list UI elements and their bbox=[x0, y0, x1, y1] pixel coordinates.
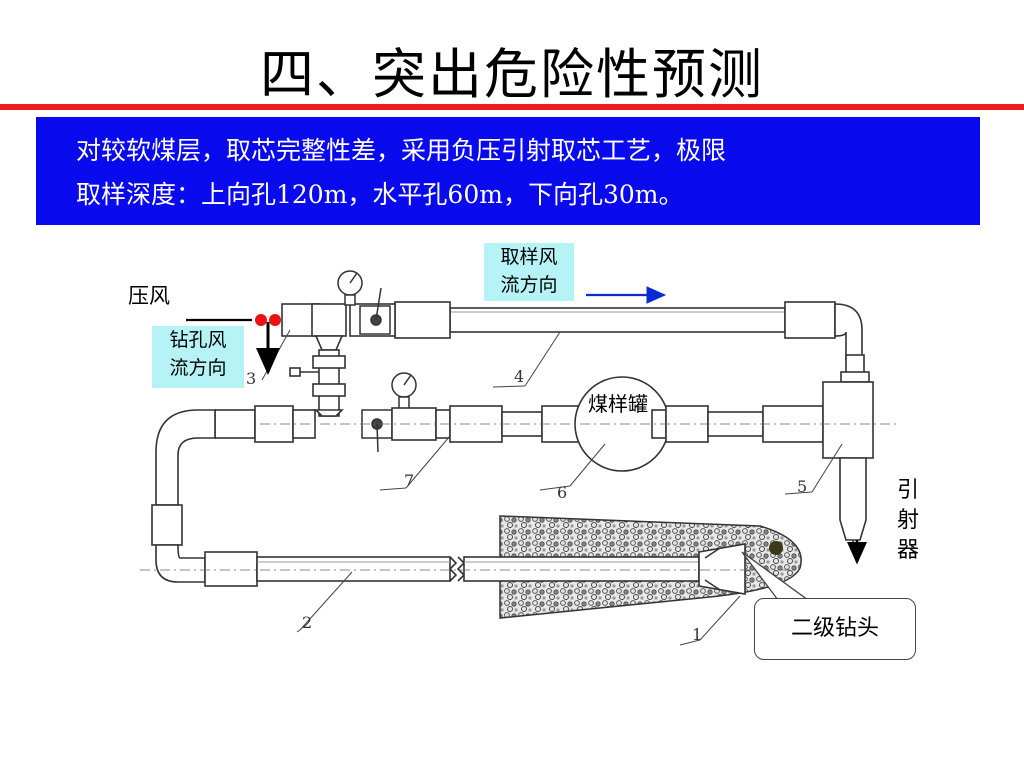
drill-air-line-1: 钻孔风 bbox=[169, 329, 227, 351]
pressure-gauge-lower bbox=[391, 372, 417, 410]
sample-air-line-2: 流方向 bbox=[500, 274, 558, 296]
red-valve-left bbox=[255, 314, 267, 326]
sample-air-line-1: 取样风 bbox=[500, 246, 558, 268]
drill-air-line-2: 流方向 bbox=[169, 357, 227, 379]
drill-bit-callout: 二级钻头 bbox=[754, 598, 916, 660]
sample-air-flow-label: 取样风 流方向 bbox=[484, 243, 574, 301]
ejector-char-2: 射 bbox=[896, 508, 919, 533]
coal-tank-label: 煤样罐 bbox=[588, 392, 648, 416]
banner-line-2: 取样深度：上向孔120m，水平孔60m，下向孔30m。 bbox=[76, 180, 684, 209]
part-number-5: 5 bbox=[797, 477, 807, 496]
title-rule bbox=[0, 104, 1024, 110]
part-number-4: 4 bbox=[514, 367, 524, 386]
banner-line-1: 对较软煤层，取芯完整性差，采用负压引射取芯工艺，极限 bbox=[76, 136, 727, 165]
drill-air-flow-label: 钻孔风 流方向 bbox=[152, 326, 244, 388]
red-valve-right bbox=[269, 314, 281, 326]
page-title: 四、突出危险性预测 bbox=[260, 43, 764, 106]
ejector-label: 引 射 器 bbox=[893, 476, 923, 566]
drill-pipe bbox=[151, 409, 746, 595]
ejector-char-3: 器 bbox=[896, 538, 919, 563]
part-number-3: 3 bbox=[246, 369, 256, 388]
valve-upper bbox=[359, 287, 391, 335]
part-number-1: 1 bbox=[692, 625, 702, 644]
leader-lines bbox=[261, 329, 843, 646]
pressure-air-label: 压风 bbox=[128, 284, 170, 308]
ejector-char-1: 引 bbox=[896, 478, 919, 503]
part-number-6: 6 bbox=[557, 483, 567, 502]
coal-particle bbox=[769, 541, 783, 555]
valve-lower bbox=[361, 409, 393, 453]
vertical-connector bbox=[289, 303, 347, 417]
part-number-2: 2 bbox=[302, 613, 312, 632]
pressure-gauge-upper bbox=[337, 270, 363, 306]
part-number-7: 7 bbox=[404, 471, 414, 490]
summary-banner: 对较软煤层，取芯完整性差，采用负压引射取芯工艺，极限 取样深度：上向孔120m，… bbox=[36, 117, 980, 225]
